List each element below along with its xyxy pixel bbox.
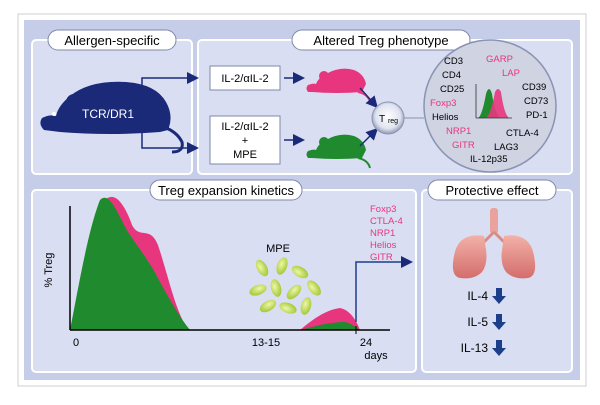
kinetics-marker-nrp1: NRP1 [370,228,395,239]
arrow-to-protective [355,256,413,322]
marker-cd3: CD3 [444,56,463,67]
protective-title-text: Protective effect [446,183,539,198]
phenotype-title: Altered Treg phenotype [291,29,471,51]
treatment-bottom-line3: MPE [233,149,257,161]
protective-title: Protective effect [427,179,557,201]
x-tick-0-label: 0 [73,337,79,349]
lungs-icon [452,208,536,279]
cytokine-il4: IL-4 [467,289,488,303]
marker-ctla4: CTLA-4 [506,128,539,139]
marker-circle [423,39,557,173]
mini-histogram-pink [486,89,509,118]
marker-pd1: PD-1 [526,110,548,121]
kinetics-curve-green [70,197,190,330]
arrow-to-top-treatment [141,72,199,110]
mpe-particles-icon [249,257,321,315]
x-tick-13-15-label: 13-15 [252,337,280,349]
cytokine-il5: IL-5 [467,315,488,329]
down-arrow-icon [492,314,506,330]
treg-label-sub: reg [388,118,398,125]
kinetics-title: Treg expansion kinetics [149,179,303,201]
treatment-box-bottom [209,115,281,165]
arrow-green-to-treg [359,127,379,147]
marker-garp: GARP [486,54,513,65]
kinetics-marker-ctla4: CTLA-4 [370,216,403,227]
kinetics-title-text: Treg expansion kinetics [158,183,295,198]
down-arrow-icon [492,288,506,304]
marker-il12p35: IL-12p35 [470,154,508,165]
treatment-top-label: IL-2/αIL-2 [221,73,268,85]
allergen-title: Allergen-specific [47,29,177,51]
kinetics-ylabel: % Treg [43,253,55,288]
marker-lap: LAP [502,68,520,79]
x-tick-24-label: 24 [360,337,372,349]
cytokine-il13: IL-13 [461,341,489,355]
down-arrow-icon [492,340,506,356]
marker-nrp1: NRP1 [446,126,471,137]
treatment-bottom-line2: + [242,135,248,147]
marker-cd4: CD4 [442,70,461,81]
marker-gitr: GITR [452,140,475,151]
allergen-title-text: Allergen-specific [64,33,160,48]
treg-label-main: T [379,114,385,125]
treatment-box-top [209,65,281,91]
marker-foxp3: Foxp3 [430,98,456,109]
mouse-label: TCR/DR1 [82,107,134,121]
phenotype-title-text: Altered Treg phenotype [313,33,448,48]
treatment-bottom-line1: IL-2/αIL-2 [221,121,268,133]
marker-lag3: LAG3 [494,142,518,153]
kinetics-marker-foxp3: Foxp3 [370,204,396,215]
kinetics-marker-helios: Helios [370,240,397,251]
green-mouse-icon [306,134,371,169]
marker-helios: Helios [432,112,459,123]
mouse-icon [40,81,184,154]
marker-cd39: CD39 [522,82,546,93]
kinetics-marker-gitr: GITR [370,252,393,263]
arrow-to-bottom-treatment [141,120,199,154]
mpe-label: MPE [266,243,290,255]
kinetics-late-green [300,322,360,330]
treg-cell-icon: T reg [371,101,405,135]
arrow-pink-to-treg [359,87,378,109]
marker-cd25: CD25 [440,84,464,95]
kinetics-plot [69,196,390,334]
x-unit-label: days [364,350,388,362]
marker-cd73: CD73 [524,96,548,107]
